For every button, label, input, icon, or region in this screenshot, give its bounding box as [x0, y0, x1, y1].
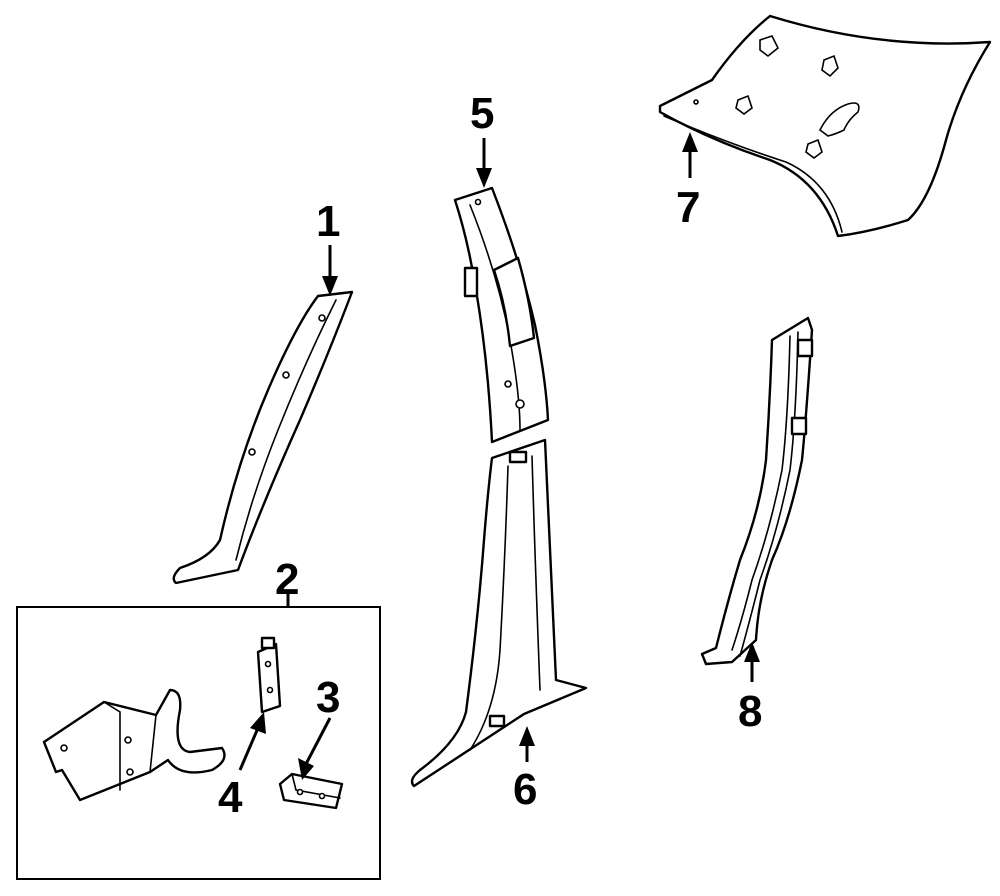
callout-3-leader	[298, 717, 332, 780]
callout-7: 7	[676, 183, 700, 232]
part-6-lower-b-pillar-trim	[410, 438, 588, 788]
part-1-a-pillar-trim	[172, 290, 354, 585]
callout-6: 6	[513, 765, 537, 814]
callout-3: 3	[316, 673, 340, 722]
callout-6-leader	[519, 726, 535, 762]
kit-bracket	[42, 688, 226, 802]
callout-4-leader	[238, 712, 266, 771]
part-4-retainer	[256, 636, 282, 714]
kit-box	[16, 606, 381, 880]
callout-2: 2	[275, 555, 299, 604]
part-3-clip	[278, 772, 344, 810]
callout-8: 8	[738, 687, 762, 736]
callout-1-leader	[322, 245, 338, 296]
callout-7-leader	[682, 132, 698, 178]
callout-5-leader	[476, 138, 492, 188]
callout-4: 4	[218, 773, 243, 822]
part-5-upper-b-pillar-trim	[453, 186, 550, 444]
callout-1: 1	[316, 197, 340, 246]
part-7-quarter-upper-trim	[658, 14, 992, 238]
callout-8-leader	[744, 642, 760, 682]
callout-5: 5	[470, 89, 494, 138]
part-8-weatherstrip-channel	[700, 316, 814, 666]
